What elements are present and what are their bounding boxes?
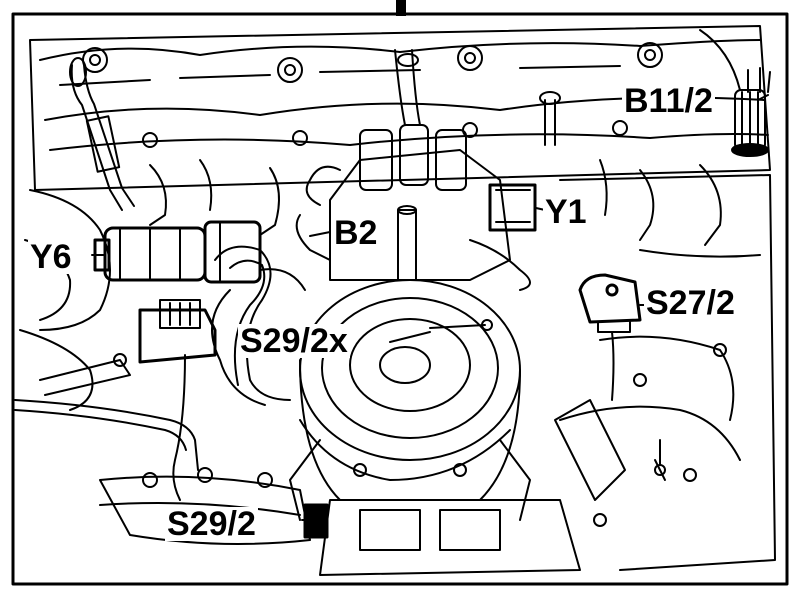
label-y6: Y6 bbox=[28, 238, 74, 276]
label-b11-2: B11/2 bbox=[622, 82, 715, 120]
y6-actuator bbox=[93, 220, 262, 284]
vacuum-hose bbox=[211, 245, 291, 406]
linkage-rod bbox=[14, 353, 199, 471]
intake-runners bbox=[19, 159, 722, 411]
label-b2: B2 bbox=[332, 214, 380, 252]
label-s27-2: S27/2 bbox=[644, 284, 737, 322]
s29-2x-connector bbox=[138, 299, 217, 501]
timing-housing bbox=[289, 279, 531, 521]
label-s29-2x: S29/2x bbox=[238, 322, 350, 360]
right-manifold bbox=[554, 174, 776, 571]
fuel-lines bbox=[259, 165, 341, 291]
b11-2-sensor bbox=[731, 67, 771, 157]
label-y1: Y1 bbox=[543, 193, 589, 231]
injection-pump bbox=[329, 49, 561, 291]
top-tab bbox=[396, 0, 406, 16]
dipstick-tube bbox=[69, 57, 135, 211]
leader-lines bbox=[91, 94, 769, 521]
s27-2-switch bbox=[578, 273, 642, 401]
s29-2-switch bbox=[303, 503, 329, 539]
label-s29-2: S29/2 bbox=[165, 505, 258, 543]
